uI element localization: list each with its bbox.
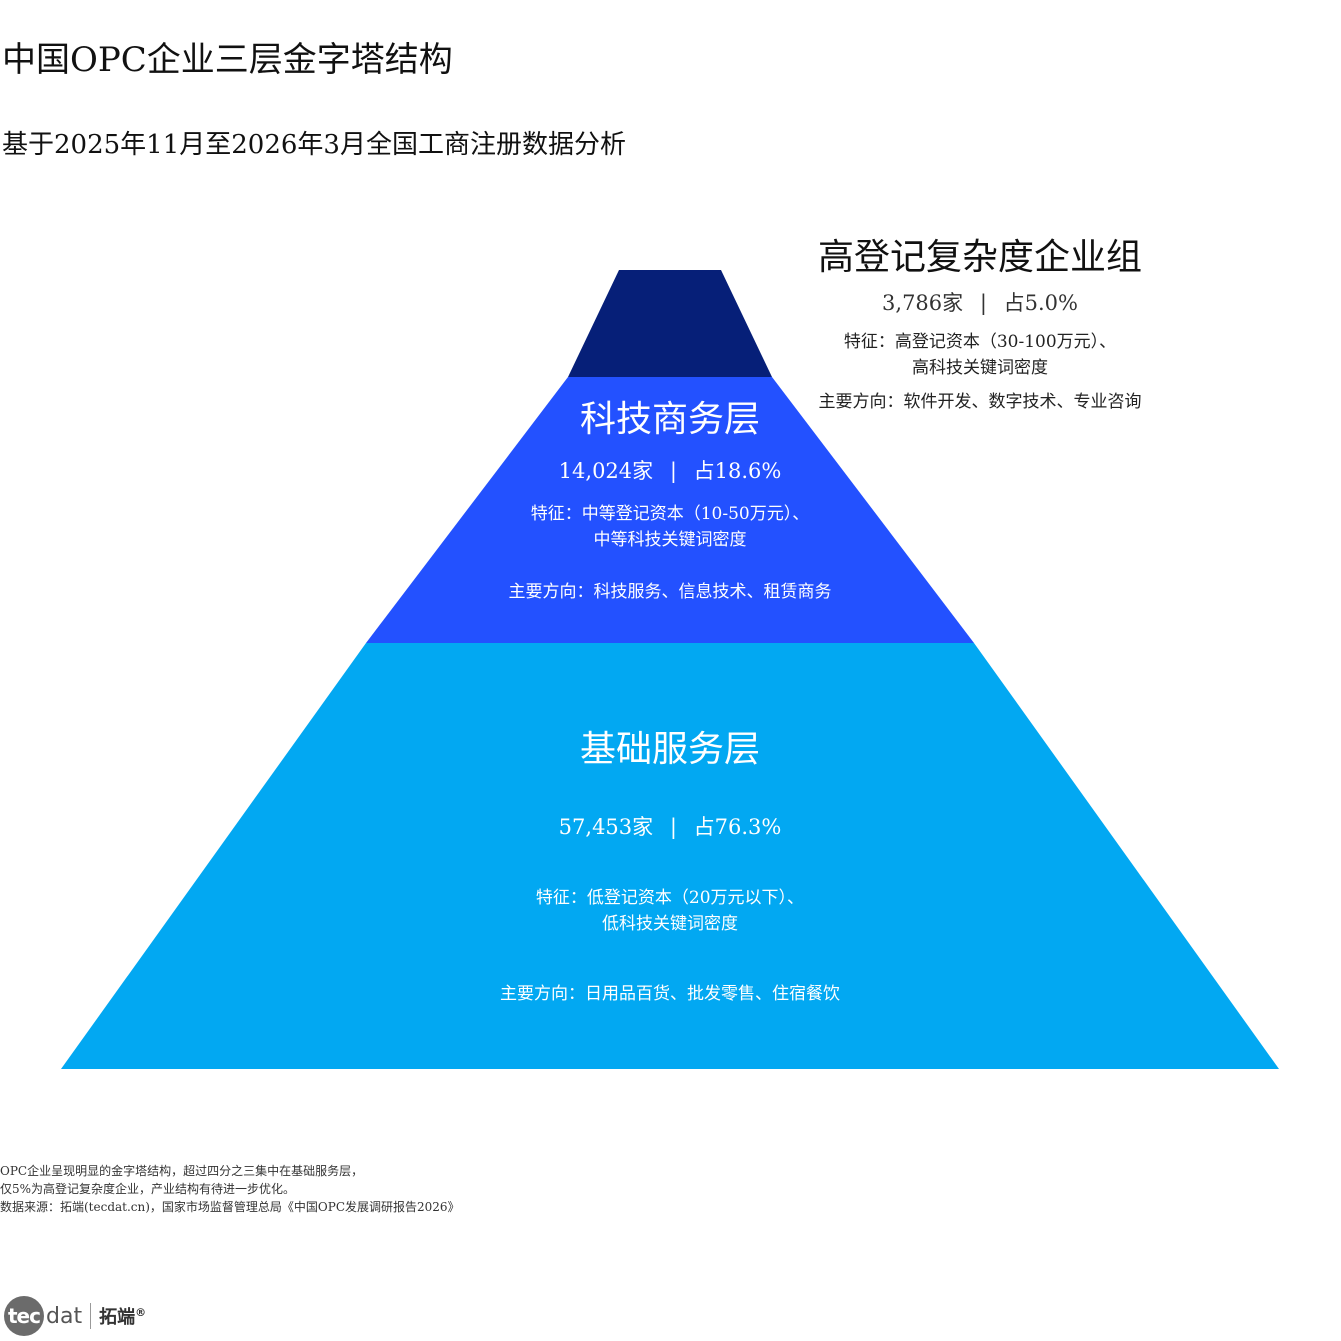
pyramid-tier-bottom	[61, 643, 1279, 1069]
note-line-2: 仅5%为高登记复杂度企业，产业结构有待进一步优化。	[0, 1182, 296, 1196]
top-tier-feature-line1: 特征：高登记资本（30-100万元）、	[843, 332, 1117, 353]
pyramid-tier-middle	[366, 377, 974, 643]
logo-mark: tec	[4, 1296, 44, 1336]
logo-text: dat	[46, 1303, 83, 1329]
bottom-tier-name: 基础服务层	[579, 729, 760, 770]
tecdat-logo: tec dat 拓端®	[4, 1294, 146, 1338]
middle-tier-label: 科技商务层 14,024家 | 占18.6% 特征：中等登记资本（10-50万元…	[470, 398, 870, 602]
bottom-tier-feature-line1: 特征：低登记资本（20万元以下）、	[535, 888, 805, 909]
top-tier-stat: 3,786家 | 占5.0%	[780, 287, 1180, 317]
middle-tier-stat: 14,024家 | 占18.6%	[470, 455, 870, 485]
bottom-tier-separator: |	[669, 815, 677, 840]
top-tier-name: 高登记复杂度企业组	[817, 237, 1142, 278]
middle-tier-count: 14,024家	[558, 459, 654, 484]
top-tier-separator: |	[979, 291, 987, 316]
logo-divider	[90, 1303, 92, 1329]
logo-cn-text: 拓端®	[99, 1306, 147, 1328]
top-tier-feature-line2: 高科技关键词密度	[912, 358, 1048, 379]
bottom-tier-direction: 主要方向：日用品百货、批发零售、住宿餐饮	[500, 984, 840, 1005]
middle-tier-feature: 特征：中等登记资本（10-50万元）、 中等科技关键词密度	[470, 501, 870, 553]
bottom-tier-count: 57,453家	[558, 815, 654, 840]
footnotes: OPC企业呈现明显的金字塔结构，超过四分之三集中在基础服务层， 仅5%为高登记复…	[0, 1162, 460, 1216]
top-tier-feature: 特征：高登记资本（30-100万元）、 高科技关键词密度	[780, 329, 1180, 381]
bottom-tier-feature-line2: 低科技关键词密度	[602, 914, 738, 935]
middle-tier-share: 占18.6%	[693, 459, 782, 484]
middle-tier-feature-line2: 中等科技关键词密度	[593, 530, 747, 551]
middle-tier-separator: |	[669, 459, 677, 484]
top-tier-share: 占5.0%	[1003, 291, 1078, 316]
pyramid-tier-top	[568, 270, 772, 377]
top-tier-direction: 主要方向：软件开发、数字技术、专业咨询	[818, 392, 1142, 413]
top-tier-count: 3,786家	[882, 291, 964, 316]
bottom-tier-label: 基础服务层 57,453家 | 占76.3% 特征：低登记资本（20万元以下）、…	[420, 728, 920, 1004]
top-tier-label: 高登记复杂度企业组 3,786家 | 占5.0% 特征：高登记资本（30-100…	[780, 236, 1180, 412]
middle-tier-direction: 主要方向：科技服务、信息技术、租赁商务	[508, 582, 832, 603]
chart-title: 中国OPC企业三层金字塔结构	[2, 40, 453, 80]
bottom-tier-feature: 特征：低登记资本（20万元以下）、 低科技关键词密度	[420, 885, 920, 937]
bottom-tier-share: 占76.3%	[693, 815, 782, 840]
middle-tier-name: 科技商务层	[579, 399, 760, 440]
note-source: 数据来源：拓端(tecdat.cn)，国家市场监督管理总局《中国OPC发展调研报…	[0, 1200, 460, 1214]
bottom-tier-stat: 57,453家 | 占76.3%	[420, 811, 920, 841]
middle-tier-feature-line1: 特征：中等登记资本（10-50万元）、	[530, 504, 810, 525]
chart-subtitle: 基于2025年11月至2026年3月全国工商注册数据分析	[2, 130, 626, 160]
note-line-1: OPC企业呈现明显的金字塔结构，超过四分之三集中在基础服务层，	[0, 1164, 364, 1178]
